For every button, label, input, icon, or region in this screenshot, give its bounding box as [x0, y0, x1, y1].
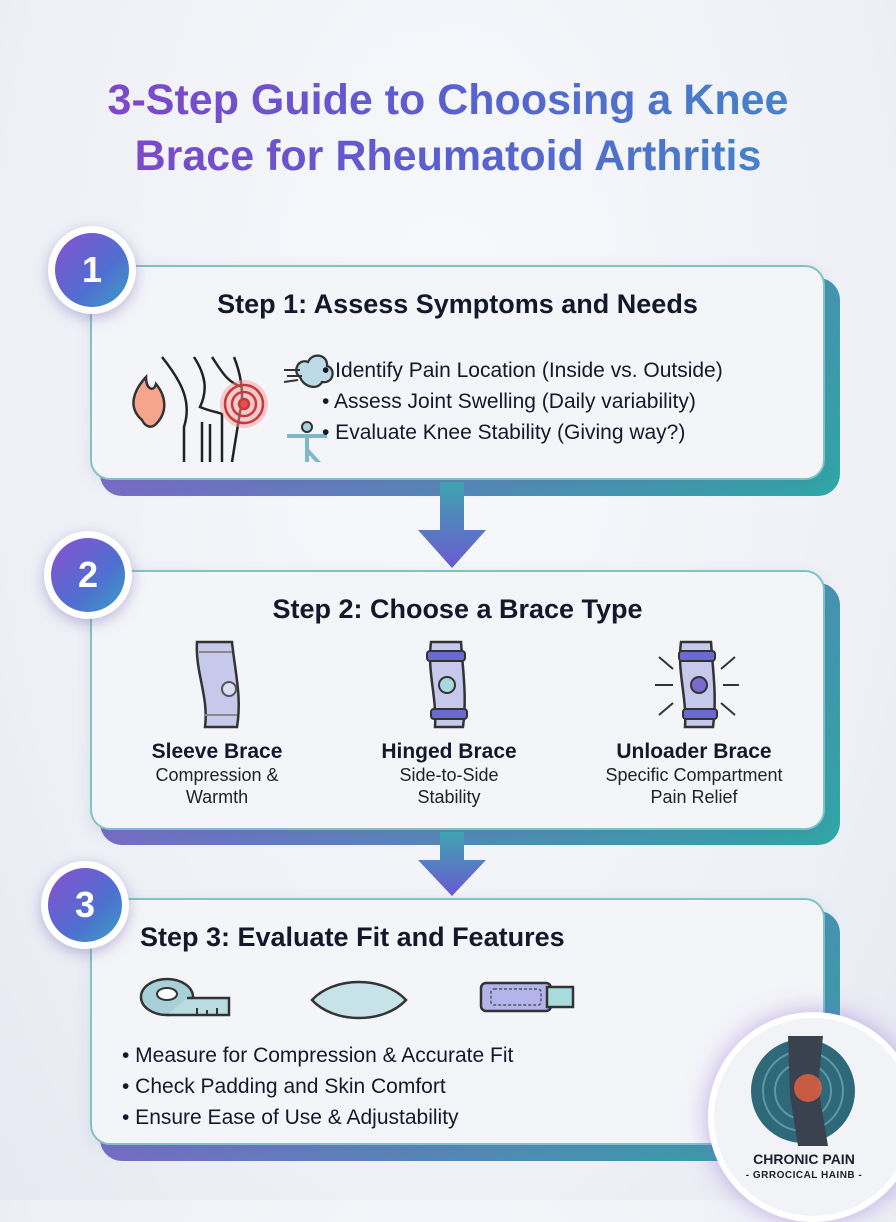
swelling-cloud-icon [283, 354, 334, 388]
step-3-card: Step 3: Evaluate Fit and Features • Meas… [90, 898, 825, 1145]
knee-joint-pain-icon [161, 356, 268, 462]
down-arrow-icon [418, 832, 486, 896]
strap-buckle-icon [479, 981, 575, 1013]
logo-subtext: - GRROCICAL HAINB - [745, 1170, 863, 1181]
padding-cushion-icon [310, 980, 408, 1020]
inflammation-flame-icon [132, 373, 166, 428]
step-3-bullets: • Measure for Compression & Accurate Fit… [122, 1040, 513, 1133]
sleeve-brace-icon [195, 640, 240, 729]
balance-figure-icon [287, 421, 327, 462]
step-1-badge: 1 [48, 226, 136, 314]
step-3-badge: 3 [41, 861, 129, 949]
unloader-brace-icon [655, 640, 739, 729]
chronic-pain-logo: CHRONIC PAIN - GRROCICAL HAINB - [708, 1012, 896, 1222]
hinged-brace-icon [426, 640, 468, 729]
step-1-bullets: • Identify Pain Location (Inside vs. Out… [322, 355, 723, 448]
bullet-item: • Ensure Ease of Use & Adjustability [122, 1106, 459, 1129]
step-2-card: Step 2: Choose a Brace Type Sleeve Brace… [90, 570, 825, 830]
step-3-title: Step 3: Evaluate Fit and Features [140, 922, 565, 952]
step-1-title: Step 1: Assess Symptoms and Needs [217, 289, 698, 319]
down-arrow-icon [418, 482, 486, 568]
symptom-icons [132, 354, 334, 462]
bullet-item: • Assess Joint Swelling (Daily variabili… [322, 390, 696, 413]
bullet-item: • Evaluate Knee Stability (Giving way?) [322, 421, 686, 444]
bullet-item: • Measure for Compression & Accurate Fit [122, 1044, 514, 1067]
knee-logo-icon [751, 1036, 855, 1146]
step-2-title: Step 2: Choose a Brace Type [272, 594, 643, 624]
bullet-item: • Identify Pain Location (Inside vs. Out… [322, 359, 723, 382]
step-2-badge: 2 [44, 531, 132, 619]
step-1-card: Step 1: Assess Symptoms and Needs • Iden… [90, 265, 825, 480]
measuring-tape-icon [139, 977, 231, 1017]
bullet-item: • Check Padding and Skin Comfort [122, 1075, 446, 1098]
logo-text: CHRONIC PAIN [753, 1151, 855, 1167]
